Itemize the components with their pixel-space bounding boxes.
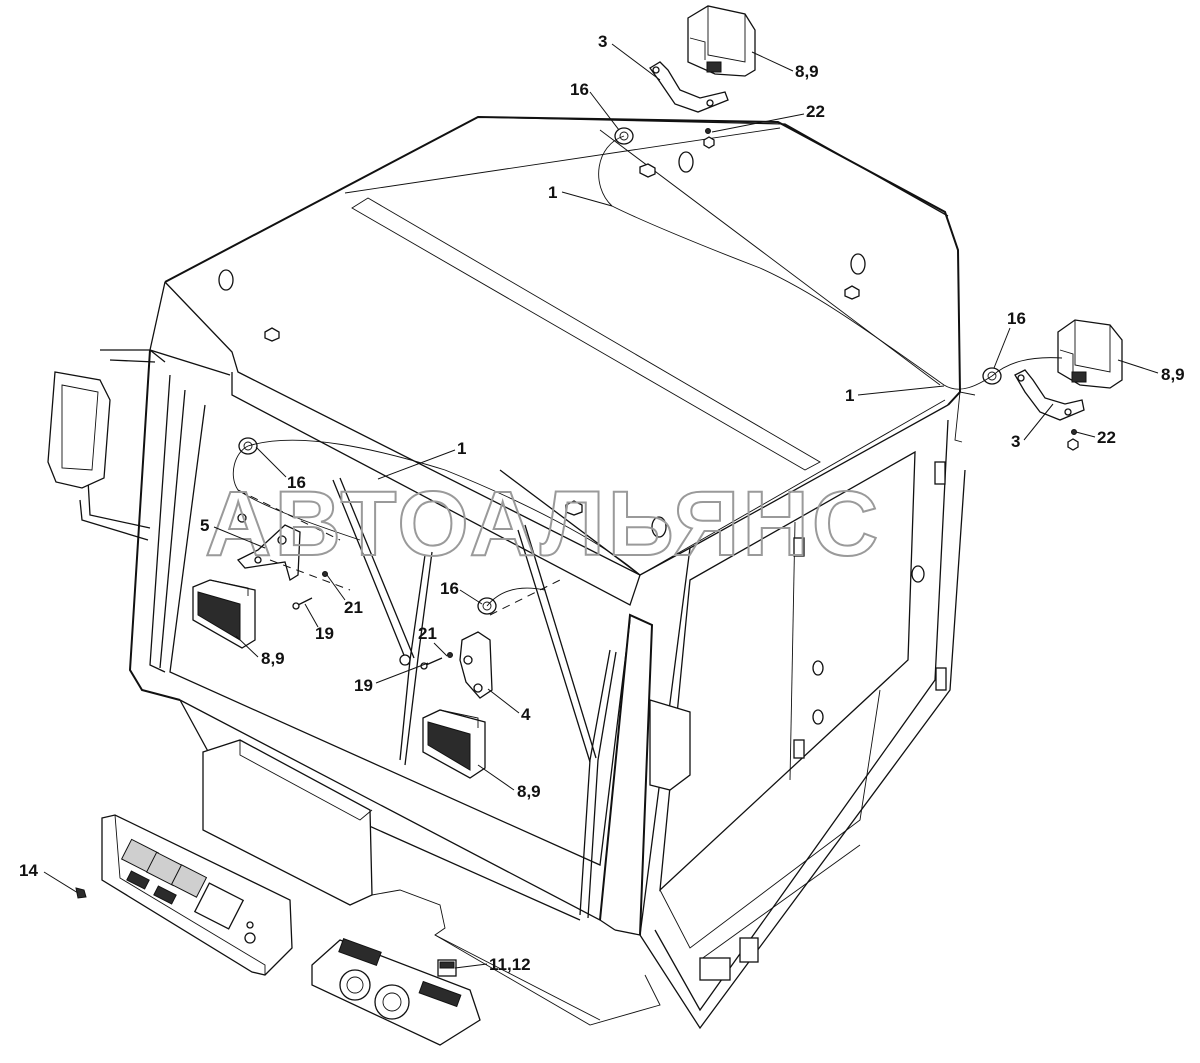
callout-label-c89b: 8,9 [1161,365,1185,384]
callout-label-c16d: 16 [440,579,459,598]
leader-line-c19b [375,662,429,684]
leader-line-c21b [433,642,448,657]
callout-label-c4: 4 [521,705,531,724]
leader-line-c16a [589,91,620,131]
leader-line-c14 [43,871,79,894]
callout-label-c16b: 16 [1007,309,1026,328]
callout-label-c22b: 22 [1097,428,1116,447]
control-panel-14 [75,814,293,976]
fasteners-19-21-22 [237,128,1079,670]
leader-line-c89c [235,635,259,658]
leader-line-c1a [561,191,613,207]
leader-line-c22b [1075,431,1096,438]
callout-label-c22a: 22 [806,102,825,121]
left-mirror [47,349,166,541]
leader-line-c3b [1023,403,1054,441]
callout-label-c3a: 3 [598,32,607,51]
leader-line-c89a [751,51,794,72]
leader-line-c1c [377,449,456,480]
dashboard [202,739,661,1026]
leader-line-c16b [993,327,1011,369]
callout-label-c1112: 11,12 [489,955,531,974]
callout-label-c1c: 1 [457,439,466,458]
work-lamp-top [687,5,756,77]
leader-line-c16c [255,446,287,478]
callout-label-c19a: 19 [315,624,334,643]
bracket-4 [459,631,493,699]
cab-frame [128,349,966,1030]
callout-label-c16c: 16 [287,473,306,492]
callout-labels: 3 8,9 16 22 1 16 8,9 1 3 22 1 16 5 21 19 16 21 8,9 19 4 8,9 1… [19,32,1185,974]
wipers [332,469,641,919]
callout-label-c89a: 8,9 [795,62,819,81]
watermark-text: АВТОАЛЬЯНС [205,473,881,575]
wiring-harness-1 [232,135,1063,616]
leader-line-c1112 [454,963,488,969]
callout-label-c14: 14 [19,861,38,880]
leader-line-c22a [711,113,805,133]
leader-line-c4 [487,688,520,714]
callout-label-c89d: 8,9 [517,782,541,801]
callout-label-c19b: 19 [354,676,373,695]
leader-line-c3a [611,43,661,81]
callout-label-c16a: 16 [570,80,589,99]
bracket-3-top [649,61,729,113]
leader-line-c89d [477,764,515,791]
callout-label-c89c: 8,9 [261,649,285,668]
bracket-5 [236,524,301,582]
leader-line-c89b [1117,359,1159,374]
work-lamp-left [192,579,256,649]
bracket-3-right [1014,369,1085,421]
callout-label-c3b: 3 [1011,432,1020,451]
leader-line-c19a [304,603,319,628]
work-lamp-right [1057,319,1123,389]
callout-label-c1a: 1 [548,183,557,202]
leader-line-c5 [213,526,266,549]
leader-line-c1b [857,385,945,396]
work-lamp-center [422,709,486,779]
callout-label-c21a: 21 [344,598,363,617]
callout-label-c21b: 21 [418,624,437,643]
leader-line-c16d [459,589,483,605]
callout-label-c5: 5 [200,516,209,535]
leader-line-c21a [326,574,346,601]
instrument-cluster-11-12 [311,937,481,1046]
callout-label-c1b: 1 [845,386,854,405]
